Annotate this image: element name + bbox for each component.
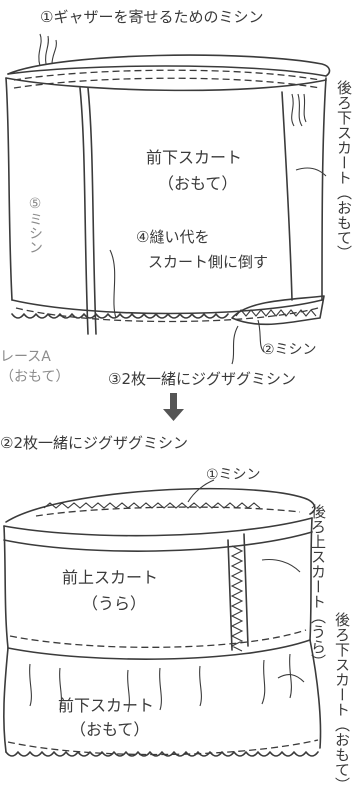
top-gather-stitch-1 <box>13 69 321 81</box>
label-lace-a: レースA <box>0 349 51 365</box>
bottom-left-side <box>3 525 9 649</box>
down-arrow <box>163 393 184 421</box>
pointer-zigzag <box>231 325 239 365</box>
label-stitch-2: ②ミシン <box>262 342 317 358</box>
lace-flap-zigzag <box>235 309 317 317</box>
label-front-lower-skirt: 前下スカート <box>146 148 243 167</box>
label-seam-allowance-1: ④縫い代を <box>136 228 210 246</box>
label-back-upper-skirt: 後ろ上スカート（うら） <box>309 504 327 669</box>
label-stitch-5: ⑤ミシン <box>27 196 43 254</box>
pointer-seam-allowance <box>109 249 117 319</box>
top-right-seam <box>281 91 293 301</box>
label-front-lower-skirt-b: 前下スカート <box>58 696 155 715</box>
thread-ends-right <box>291 93 307 127</box>
pointer-stitch2 <box>257 319 265 353</box>
label-back-lower-skirt-b: 後ろ下スカート（おもて） <box>333 612 351 792</box>
bottom-skirt-illustration <box>3 479 322 757</box>
label-gather-stitch: ①ギャザーを寄せるためのミシン <box>40 8 264 26</box>
bottom-lower-right <box>309 639 322 749</box>
label-front-upper-skirt: 前上スカート <box>62 568 159 587</box>
bottom-waist-band-lower <box>3 531 313 552</box>
top-skirt-illustration <box>5 33 331 365</box>
label-zigzag-bottom: ②2枚一緒にジグザグミシン <box>0 434 188 452</box>
label-front-upper-side: （うら） <box>82 594 147 613</box>
label-back-lower-skirt: 後ろ下スカート（おもて） <box>335 80 353 260</box>
top-left-side <box>5 77 13 301</box>
pointer-stitch1 <box>187 479 215 503</box>
bottom-join-dashes <box>9 629 307 648</box>
pointer-back-lower-b <box>277 673 305 683</box>
bottom-right-seam-a <box>227 539 233 651</box>
bottom-lace-scallop <box>5 751 319 757</box>
label-stitch-1: ①ミシン <box>206 467 261 483</box>
gather-folds <box>29 653 292 713</box>
pointer-back-lower <box>295 167 327 177</box>
bottom-waist-band-front <box>3 517 313 537</box>
top-front-seam-2 <box>87 87 97 335</box>
top-front-rim <box>5 77 327 92</box>
bottom-right-seam-b <box>243 533 249 647</box>
bottom-waist-outer <box>5 487 316 523</box>
lace-flap <box>231 295 325 326</box>
top-hem-line <box>11 299 323 315</box>
label-lace-side: （おもて） <box>0 369 70 385</box>
skirt-illustrations <box>3 33 331 757</box>
top-front-seam <box>79 87 89 335</box>
bottom-right-side <box>309 517 313 641</box>
bottom-join-line <box>7 639 311 660</box>
top-waist-outer <box>7 54 331 77</box>
bottom-right-seam-zigzag <box>230 545 244 652</box>
label-front-lower-side: （おもて） <box>158 174 238 193</box>
label-seam-allowance-2: スカート側に倒す <box>148 253 269 271</box>
pointer-back-upper <box>261 558 301 573</box>
top-right-side <box>321 77 327 301</box>
label-front-lower-side-b: （おもて） <box>70 720 150 739</box>
label-zigzag-top: ③2枚一緒にジグザグミシン <box>108 370 296 388</box>
top-waist-inner-back <box>7 65 327 77</box>
lace-scallop-top <box>11 313 229 319</box>
bottom-lower-left <box>3 647 9 753</box>
sewing-instruction-diagram: ①ギャザーを寄せるためのミシン 前下スカート （おもて） 後ろ下スカート（おもて… <box>0 8 353 792</box>
bottom-waist-stitch <box>35 506 301 517</box>
thread-ends-left <box>38 33 57 67</box>
